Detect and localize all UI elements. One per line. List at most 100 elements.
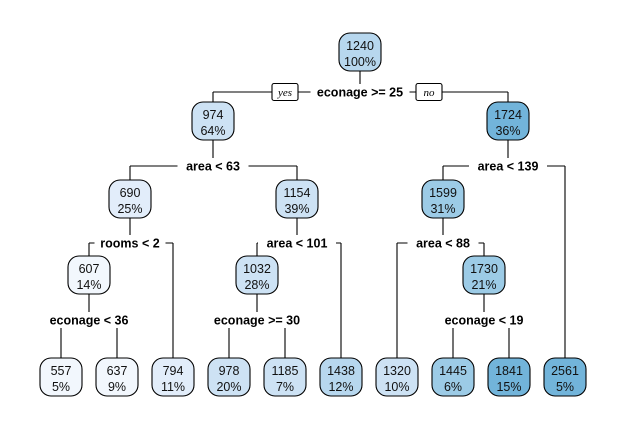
yes-box-rect (271, 82, 299, 102)
node-percent-1730: 21% (471, 278, 496, 292)
node-value-978: 978 (219, 364, 240, 378)
split-label-s3: area < 139 (478, 160, 539, 174)
node-percent-974: 64% (200, 124, 225, 138)
node-percent-637: 9% (108, 380, 126, 394)
node-shape-978 (207, 357, 251, 397)
node-value-1730: 1730 (470, 262, 498, 276)
node-shape-1240 (338, 32, 382, 72)
split-label-backdrop (438, 312, 530, 328)
node-value-607: 607 (79, 262, 100, 276)
node-percent-1185: 7% (276, 380, 294, 394)
node-value-1240: 1240 (346, 39, 374, 53)
node-value-1154: 1154 (284, 186, 311, 200)
node-shape-607 (67, 255, 111, 295)
split-label-backdrop (207, 312, 307, 328)
split-label-backdrop (469, 158, 547, 174)
node-percent-1438: 12% (328, 380, 353, 394)
tree-split-labels: econage >= 25 area < 63 area < 139 rooms < … (43, 82, 547, 328)
tree-node-1841[interactable]: 1841 15% (487, 357, 531, 397)
split-label-s7: econage < 36 (50, 314, 129, 328)
split-label-backdrop (177, 158, 249, 174)
node-value-1438: 1438 (327, 364, 355, 378)
node-percent-794: 11% (161, 380, 185, 394)
yes-box: yes (271, 82, 299, 102)
split-label-backdrop (43, 312, 135, 328)
node-percent-607: 14% (76, 278, 101, 292)
tree-node-1154[interactable]: 1154 39% (275, 179, 319, 219)
split-label-backdrop (310, 84, 410, 100)
node-value-690: 690 (120, 186, 141, 200)
tree-node-1320[interactable]: 1320 10% (375, 357, 419, 397)
tree-node-1438[interactable]: 1438 12% (319, 357, 363, 397)
node-shape-1841 (487, 357, 531, 397)
node-percent-557: 5% (52, 380, 70, 394)
node-value-794: 794 (163, 364, 184, 378)
split-label-backdrop (94, 235, 166, 251)
tree-node-1724[interactable]: 1724 36% (486, 101, 530, 141)
node-value-2561: 2561 (551, 364, 579, 378)
split-label-s8: econage >= 30 (214, 314, 300, 328)
node-shape-1445 (431, 357, 475, 397)
split-label-s6: area < 88 (416, 237, 470, 251)
node-value-1032: 1032 (243, 262, 271, 276)
tree-node-1240[interactable]: 1240 100% (338, 32, 382, 72)
no-box-label: no (424, 87, 436, 99)
node-shape-1724 (486, 101, 530, 141)
node-shape-1154 (275, 179, 319, 219)
tree-node-1445[interactable]: 1445 6% (431, 357, 475, 397)
split-label-s4: rooms < 2 (100, 237, 159, 251)
node-shape-2561 (543, 357, 587, 397)
node-percent-2561: 5% (556, 380, 574, 394)
node-value-1724: 1724 (494, 108, 522, 122)
no-box: no (415, 82, 443, 102)
node-percent-1724: 36% (495, 124, 520, 138)
node-shape-1185 (263, 357, 307, 397)
node-shape-690 (108, 179, 152, 219)
node-percent-1445: 6% (444, 380, 462, 394)
tree-node-1185[interactable]: 1185 7% (263, 357, 307, 397)
node-shape-1730 (462, 255, 506, 295)
node-percent-1841: 15% (496, 380, 521, 394)
node-shape-557 (39, 357, 83, 397)
yes-box-label: yes (277, 87, 292, 99)
node-value-1841: 1841 (495, 364, 523, 378)
node-percent-1032: 28% (244, 278, 269, 292)
node-percent-1154: 39% (284, 202, 309, 216)
node-shape-637 (95, 357, 139, 397)
no-box-rect (415, 82, 443, 102)
split-label-s5: area < 101 (267, 237, 328, 251)
node-shape-1438 (319, 357, 363, 397)
node-shape-1320 (375, 357, 419, 397)
split-label-s1: econage >= 25 (317, 86, 403, 100)
node-value-637: 637 (107, 364, 128, 378)
tree-node-1730[interactable]: 1730 21% (462, 255, 506, 295)
tree-node-1032[interactable]: 1032 28% (235, 255, 279, 295)
split-label-s9: econage < 19 (445, 314, 524, 328)
split-label-backdrop (407, 235, 479, 251)
node-shape-1032 (235, 255, 279, 295)
node-value-1445: 1445 (439, 364, 467, 378)
node-value-1185: 1185 (272, 364, 299, 378)
node-value-1320: 1320 (383, 364, 411, 378)
node-value-557: 557 (51, 364, 72, 378)
node-shape-794 (151, 357, 195, 397)
node-value-1599: 1599 (429, 186, 457, 200)
node-shape-1599 (421, 179, 465, 219)
node-percent-1240: 100% (344, 55, 376, 69)
tree-node-2561[interactable]: 2561 5% (543, 357, 587, 397)
split-label-s2: area < 63 (186, 160, 240, 174)
node-shape-974 (191, 101, 235, 141)
node-percent-690: 25% (117, 202, 142, 216)
node-percent-978: 20% (216, 380, 241, 394)
split-label-backdrop (258, 235, 336, 251)
node-percent-1320: 10% (384, 380, 409, 394)
